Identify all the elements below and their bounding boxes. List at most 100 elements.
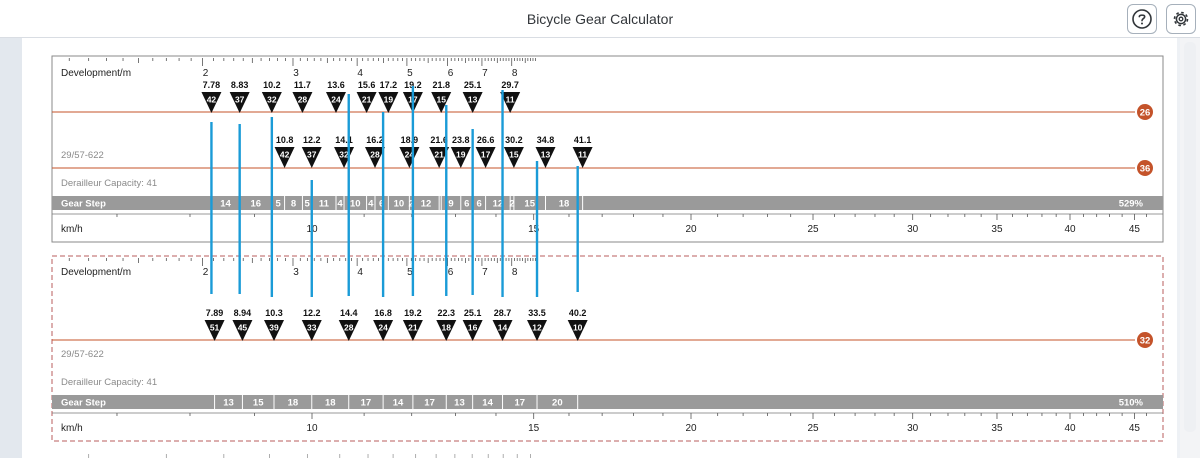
development-major-label: 2: [203, 68, 209, 79]
speed-major-label: 45: [1129, 224, 1141, 235]
gear-value-label: 29.7: [501, 80, 519, 90]
development-major-label: 7: [482, 267, 488, 278]
gear-step-value: 5: [304, 199, 310, 210]
gear-step-value: 17: [514, 398, 525, 409]
cog-triangle: [503, 147, 524, 168]
cog-teeth-label: 11: [506, 95, 515, 105]
development-major-label: 5: [407, 68, 413, 79]
gear-value-label: 7.78: [203, 80, 221, 90]
cog-teeth-label: 37: [235, 95, 245, 105]
cog-triangle: [378, 92, 399, 113]
scrollbar-thumb[interactable]: [1184, 42, 1196, 432]
gear-value-label: 14.4: [340, 308, 358, 318]
speed-major-label: 15: [528, 224, 540, 235]
gear-value-label: 13.6: [327, 80, 345, 90]
vertical-scrollbar[interactable]: [1180, 38, 1200, 458]
cog-teeth-label: 32: [267, 95, 277, 105]
gear-step-value: 6: [379, 199, 384, 210]
development-major-label: 7: [482, 68, 488, 79]
cog-triangle: [500, 92, 521, 113]
gear-value-label: 41.1: [574, 135, 592, 145]
gear-step-bar: [52, 196, 1163, 210]
gear-step-value: 8: [291, 199, 296, 210]
speed-label: km/h: [61, 224, 83, 235]
gear-step-label: Gear Step: [61, 199, 106, 210]
cog-teeth-label: 13: [468, 95, 478, 105]
cog-triangle: [204, 320, 225, 341]
cog-triangle: [373, 320, 394, 341]
app-title: Bicycle Gear Calculator: [526, 11, 674, 27]
development-major-label: 6: [448, 267, 454, 278]
gear-value-label: 18.9: [401, 135, 419, 145]
gear-step-value: 17: [424, 398, 435, 409]
gear-step-value: 5: [276, 199, 282, 210]
cog-teeth-label: 33: [307, 323, 317, 333]
cog-triangle: [567, 320, 588, 341]
cog-triangle: [232, 320, 253, 341]
gear-value-label: 21.8: [432, 80, 450, 90]
cog-triangle: [301, 320, 322, 341]
gear-value-label: 7.89: [206, 308, 224, 318]
gear-step-value: 6: [464, 199, 469, 210]
gear-step-value: 9: [448, 199, 453, 210]
derailleur-capacity-label: Derailleur Capacity: 41: [61, 178, 157, 189]
speed-major-label: 40: [1064, 224, 1076, 235]
speed-major-label: 25: [807, 224, 819, 235]
gear-step-value: 10: [394, 199, 405, 210]
speed-major-label: 30: [907, 423, 919, 434]
gear-range-label: 529%: [1119, 199, 1144, 210]
cog-teeth-label: 24: [405, 150, 415, 160]
cog-teeth-label: 13: [541, 150, 551, 160]
gear-value-label: 28.7: [494, 308, 512, 318]
development-label: Development/m: [61, 267, 131, 278]
gear-step-value: 4: [337, 199, 343, 210]
speed-major-label: 25: [807, 423, 819, 434]
cog-teeth-label: 42: [280, 150, 290, 160]
gear-step-bar: [52, 395, 1163, 409]
gear-step-value: 18: [559, 199, 570, 210]
development-major-label: 4: [357, 267, 363, 278]
cog-teeth-label: 21: [408, 323, 418, 333]
gear-step-value: 13: [454, 398, 465, 409]
gear-step-value: 16: [250, 199, 261, 210]
help-button[interactable]: [1127, 4, 1157, 34]
development-major-label: 6: [448, 68, 454, 79]
gear-step-value: 18: [325, 398, 336, 409]
cog-triangle: [399, 147, 420, 168]
chainring-teeth: 32: [1140, 336, 1151, 347]
settings-button[interactable]: [1166, 4, 1196, 34]
speed-major-label: 40: [1064, 423, 1076, 434]
speed-major-label: 20: [685, 423, 697, 434]
gear-step-value: 20: [552, 398, 563, 409]
cog-triangle: [431, 92, 452, 113]
gear-value-label: 17.2: [380, 80, 398, 90]
gear-value-label: 14.1: [335, 135, 353, 145]
gear-value-label: 25.1: [464, 80, 482, 90]
gear-value-label: 16.8: [374, 308, 392, 318]
gear-value-label: 19.2: [404, 308, 422, 318]
development-label: Development/m: [61, 68, 131, 79]
development-major-label: 3: [293, 68, 299, 79]
chainring-badge: [1137, 160, 1153, 176]
development-major-label: 8: [512, 267, 518, 278]
gear-step-label: Gear Step: [61, 398, 106, 409]
gear-value-label: 25.1: [464, 308, 482, 318]
gear-step-value: 18: [288, 398, 299, 409]
gear-value-label: 15.6: [358, 80, 376, 90]
cog-teeth-label: 45: [238, 323, 248, 333]
cog-teeth-label: 10: [573, 323, 583, 333]
gear-step-value: 13: [223, 398, 234, 409]
cog-triangle: [535, 147, 556, 168]
gear-value-label: 23.8: [452, 135, 470, 145]
cog-triangle: [292, 92, 313, 113]
gear-value-label: 26.6: [477, 135, 495, 145]
cog-triangle: [229, 92, 250, 113]
gear-range-label: 510%: [1119, 398, 1144, 409]
speed-major-label: 15: [528, 423, 540, 434]
wheel-size-label: 29/57-622: [61, 150, 104, 161]
cog-teeth-label: 28: [370, 150, 380, 160]
cog-triangle: [402, 320, 423, 341]
gear-value-label: 40.2: [569, 308, 587, 318]
